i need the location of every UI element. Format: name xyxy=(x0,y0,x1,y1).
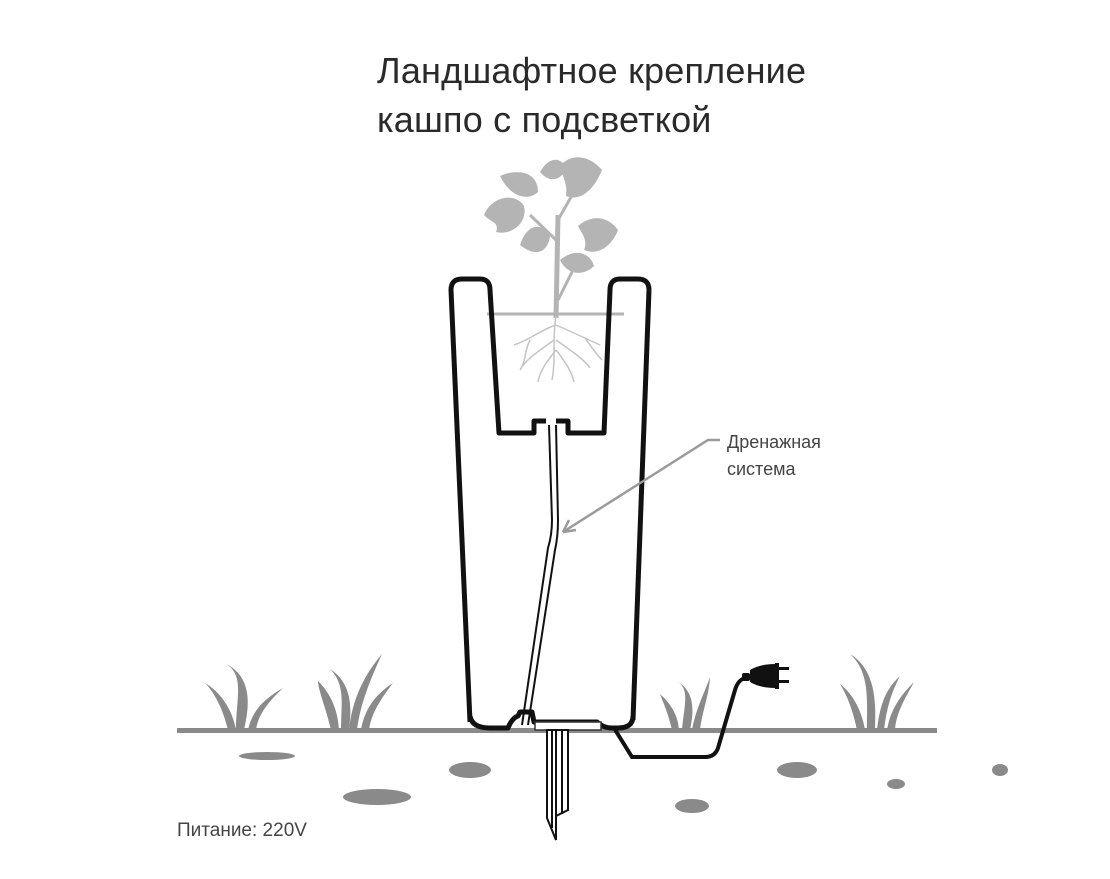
diagram-title: Ландшафтное крепление кашпо с подсветкой xyxy=(377,46,806,144)
drainage-label-line-1: Дренажная xyxy=(727,432,821,452)
power-plug xyxy=(742,663,789,689)
plant xyxy=(484,157,618,319)
stones xyxy=(239,752,1008,813)
drainage-label-line-2: система xyxy=(727,459,796,479)
drainage-system-label: Дренажная система xyxy=(727,429,821,483)
drainage-callout-arrow xyxy=(561,438,720,534)
grass xyxy=(205,654,914,730)
title-line-2: кашпо с подсветкой xyxy=(377,99,712,140)
mount-plate xyxy=(534,721,602,731)
roots xyxy=(513,315,603,383)
power-spec-label: Питание: 220V xyxy=(177,820,307,841)
drainage-tube xyxy=(521,424,560,726)
ground-stake xyxy=(546,729,569,841)
planter-pot xyxy=(448,276,652,731)
power-cord xyxy=(612,676,746,759)
title-line-1: Ландшафтное крепление xyxy=(377,50,807,91)
